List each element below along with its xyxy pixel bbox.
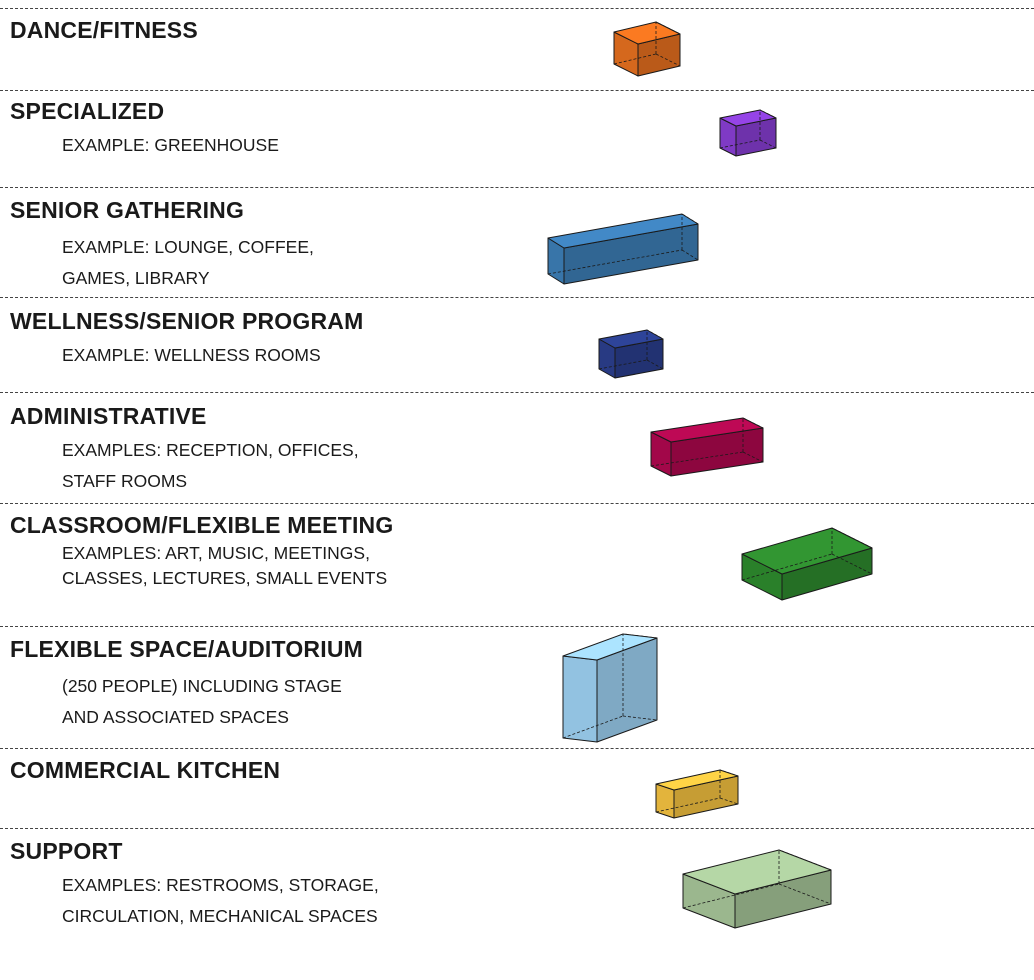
description-line: EXAMPLE: WELLNESS ROOMS [62, 345, 321, 365]
box-hidden-edge [831, 553, 873, 575]
description-line: EXAMPLES: ART, MUSIC, MEETINGS, [62, 543, 370, 563]
description-line: CIRCULATION, MECHANICAL SPACES [62, 906, 378, 926]
description-line: (250 PEOPLE) INCLUDING STAGE [62, 676, 342, 696]
box-specialized [719, 109, 777, 157]
box-hidden-edge [598, 359, 648, 370]
category-title-specialized: SPECIALIZED [10, 98, 165, 124]
category-title-support: SUPPORT [10, 838, 123, 864]
category-description-support: EXAMPLES: RESTROOMS, STORAGE, CIRCULATIO… [62, 870, 379, 932]
box-top-face [719, 109, 777, 127]
box-hidden-edge [759, 139, 777, 149]
description-line: EXAMPLE: LOUNGE, COFFEE, [62, 237, 314, 257]
box-hidden-edge [622, 715, 658, 721]
box-hidden-edge [655, 797, 721, 813]
box-hidden-edge [547, 249, 683, 275]
box-hidden-edge [742, 451, 764, 463]
box-top-face [682, 849, 832, 895]
box-hidden-edge [719, 139, 761, 149]
box-hidden-edge [655, 53, 681, 67]
category-title-wellness: WELLNESS/SENIOR PROGRAM [10, 308, 364, 334]
divider [0, 90, 1034, 91]
divider [0, 828, 1034, 829]
description-line: AND ASSOCIATED SPACES [62, 707, 289, 727]
box-administrative [650, 417, 764, 477]
box-senior-gathering [547, 213, 699, 285]
box-hidden-edge [681, 249, 699, 261]
divider [0, 297, 1034, 298]
box-hidden-edge [650, 451, 744, 467]
category-description-classroom: EXAMPLES: ART, MUSIC, MEETINGS, CLASSES,… [62, 541, 387, 591]
category-description-specialized: EXAMPLE: GREENHOUSE [62, 130, 279, 161]
box-top-face [741, 527, 873, 575]
divider [0, 187, 1034, 188]
box-kitchen [655, 769, 739, 819]
description-line: EXAMPLE: GREENHOUSE [62, 135, 279, 155]
box-top-face [655, 769, 739, 791]
description-line: EXAMPLES: RECEPTION, OFFICES, [62, 440, 359, 460]
category-description-wellness: EXAMPLE: WELLNESS ROOMS [62, 340, 321, 371]
category-title-flexible-space: FLEXIBLE SPACE/AUDITORIUM [10, 636, 363, 662]
box-classroom [741, 527, 873, 601]
box-front-face [562, 655, 598, 743]
description-line: STAFF ROOMS [62, 471, 188, 491]
box-top-face [650, 417, 764, 443]
category-title-dance-fitness: DANCE/FITNESS [10, 17, 198, 43]
box-hidden-edge [613, 53, 657, 65]
description-line: EXAMPLES: RESTROOMS, STORAGE, [62, 875, 379, 895]
category-title-kitchen: COMMERCIAL KITCHEN [10, 757, 281, 783]
category-title-classroom: CLASSROOM/FLEXIBLE MEETING [10, 512, 394, 538]
box-top-face [562, 633, 658, 661]
box-flexible-space [562, 633, 658, 743]
category-description-senior-gathering: EXAMPLE: LOUNGE, COFFEE, GAMES, LIBRARY [62, 232, 314, 294]
category-description-administrative: EXAMPLES: RECEPTION, OFFICES, STAFF ROOM… [62, 435, 359, 497]
divider [0, 748, 1034, 749]
description-line: CLASSES, LECTURES, SMALL EVENTS [62, 568, 388, 588]
description-line: GAMES, LIBRARY [62, 268, 210, 288]
box-top-face [613, 21, 681, 45]
box-dance-fitness [613, 21, 681, 77]
box-hidden-edge [562, 715, 624, 739]
category-description-flexible-space: (250 PEOPLE) INCLUDING STAGE AND ASSOCIA… [62, 671, 342, 733]
box-wellness [598, 329, 664, 379]
box-support [682, 849, 832, 929]
divider [0, 8, 1034, 9]
box-hidden-edge [719, 797, 739, 805]
box-top-face [547, 213, 699, 249]
box-hidden-edge [778, 883, 832, 905]
box-hidden-edge [682, 883, 780, 909]
divider [0, 392, 1034, 393]
box-hidden-edge [646, 359, 664, 370]
category-title-administrative: ADMINISTRATIVE [10, 403, 207, 429]
divider [0, 626, 1034, 627]
divider [0, 503, 1034, 504]
category-title-senior-gathering: SENIOR GATHERING [10, 197, 245, 223]
box-hidden-edge [741, 553, 833, 581]
